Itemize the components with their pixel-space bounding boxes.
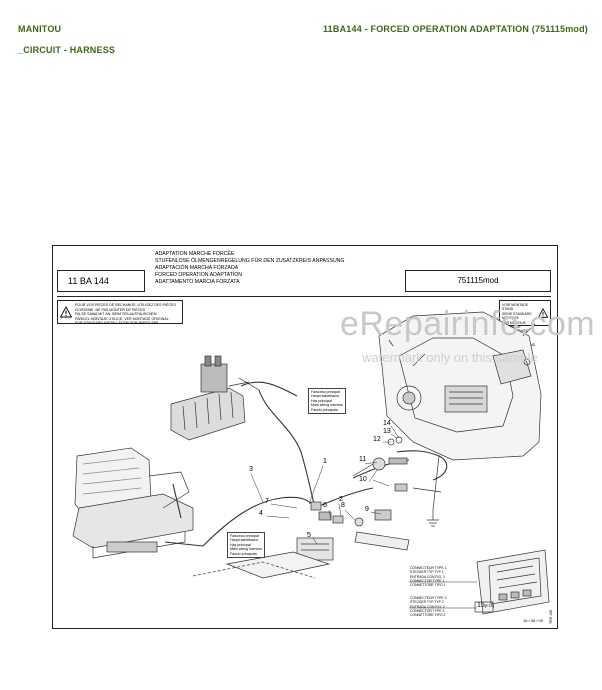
floor-plate (192, 455, 440, 579)
label-line: Fascio principale (311, 407, 338, 412)
callout-7: 7 (265, 498, 269, 505)
sheet-title-fr: ADAPTATION MARCHE FORCÉE (155, 251, 235, 257)
sheet-title-de: STUFENLOSE ÖLMENGENREGELUNG FÜR DEN ZUSA… (155, 258, 345, 264)
note-line: VOIR MONTAGE STAND. (502, 303, 529, 312)
sheet-title-es: ADAPTACIÓN MARCHA FORZADA (155, 265, 239, 271)
main-harness-label: Faisceau principal Haupt kabelbaum Haz p… (308, 388, 346, 415)
label-line: Faisceau principal (230, 534, 259, 538)
diagram-sheet: ADAPTATION MARCHE FORCÉE STUFENLOSE ÖLME… (52, 245, 558, 629)
label-line: Fascio principale (230, 551, 257, 556)
callout-leaders (250, 425, 400, 545)
inset-line: CONNECTOR TYPE 1 (410, 578, 445, 583)
callout-15: 15(F10) (477, 602, 494, 609)
sheet-title-it: ADATTAMENTO MARCIA FORZATA (155, 279, 240, 285)
section-label: _CIRCUIT - HARNESS (18, 45, 116, 55)
callout-4: 4 (259, 510, 263, 517)
callout-15-number: 15 (477, 602, 485, 609)
harness-drawing (72, 311, 550, 615)
label-line: Haupt kabelbaum (311, 394, 340, 399)
callout-6: 6 (323, 502, 327, 509)
warning-icon (60, 306, 72, 318)
title-divider (57, 296, 551, 297)
connector-inset (409, 549, 550, 615)
watermark-subtext: watermark only on this sample (362, 350, 538, 365)
inset-note-1: CONNECTEUR TYPE 1 STECKER TYP TYP 1 ENTR… (410, 566, 474, 592)
warning-icon (538, 308, 548, 318)
inset-line: STECKER TYP TYP 2 (410, 600, 444, 605)
callout-13: 13 (383, 428, 391, 435)
callout-12: 12 (373, 436, 381, 443)
inset-line: CONNETTORE TIPO 1 (410, 583, 446, 588)
branch-harness-label: Faisceau principal Haupt kabelbaum Haz p… (227, 532, 265, 559)
callout-1: 1 (323, 458, 327, 465)
sheet-code: 11 BA 144 (57, 270, 145, 292)
warning-line: PARA EL MONTAJE UTILICE, VER MONTAGE ORI… (75, 316, 169, 321)
inset-line: CONNECTOR TYPE 2 (410, 608, 445, 613)
callout-9: 9 (365, 506, 369, 513)
inset-line: CONNETTORE TIPO 2 (410, 613, 446, 618)
label-line: Faisceau principal (311, 390, 340, 394)
inset-line: STECKER TYP TYP 1 (410, 570, 444, 575)
callout-10: 10 (359, 476, 367, 483)
brand-label: MANITOU (18, 24, 62, 34)
callout-15-suffix: (F10) (484, 603, 495, 608)
operator-seat (72, 447, 194, 559)
sheet-title-en: FORCED OPERATION ADAPTATION (155, 272, 243, 278)
label-line: Main wiring harness (311, 403, 343, 408)
label-line: Haz principal (311, 398, 332, 403)
label-line: Main wiring harness (230, 547, 262, 552)
watermark-text: eRepairinfo.com (340, 305, 596, 343)
callout-5: 5 (307, 532, 311, 539)
callout-2: 2 (339, 496, 343, 503)
callout-11: 11 (359, 456, 367, 463)
warning-line: FOR STANDARD INSTALLATION FOR PARTS SEE (75, 321, 159, 326)
page-date: 16 / 06 / 09 (522, 618, 543, 623)
warning-line: D'ORIGINE. NE PAS MONTER DE PIÈCES (75, 307, 146, 312)
warning-line: FALSE SAWA MIT AN, BEIM TEILAUSTAUSCHEN (75, 312, 157, 317)
callout-3: 3 (249, 466, 253, 473)
cab-dashboard (378, 311, 542, 461)
callout-14: 14 (383, 420, 391, 427)
hydraulic-valve-block (170, 355, 260, 441)
warning-box: POUR VOS PIÈCES DE RECHANGE, UTILISEZ DE… (57, 300, 183, 326)
note-line: SIEHE STANDARD MONTAGE (502, 311, 532, 321)
label-line: Haz principal (230, 542, 251, 547)
inset-note-2: CONNECTEUR TYPE 2 STECKER TYP TYP 2 ENTR… (410, 596, 474, 626)
document-title: 11BA144 - FORCED OPERATION ADAPTATION (7… (322, 24, 588, 34)
inset-line: CONNECTEUR TYPE 2 (410, 596, 447, 600)
inset-line: ENTRADA CON FIG. 2 (410, 604, 445, 609)
sheet-titles: ADAPTATION MARCHE FORCÉE STUFENLOSE ÖLME… (155, 251, 344, 286)
warning-line: POUR VOS PIÈCES DE RECHANGE, UTILISEZ DE… (75, 303, 176, 307)
callout-8: 8 (341, 502, 345, 509)
sheet-reference: 751115mod (405, 270, 551, 292)
inset-line: CONNECTEUR TYPE 1 (410, 566, 447, 570)
junction-components (296, 436, 442, 561)
label-line: Haupt kabelbaum (230, 538, 259, 543)
inset-line: ENTRADA CON FIG. 1 (410, 574, 445, 579)
page-code: TRR 168 (549, 610, 553, 625)
